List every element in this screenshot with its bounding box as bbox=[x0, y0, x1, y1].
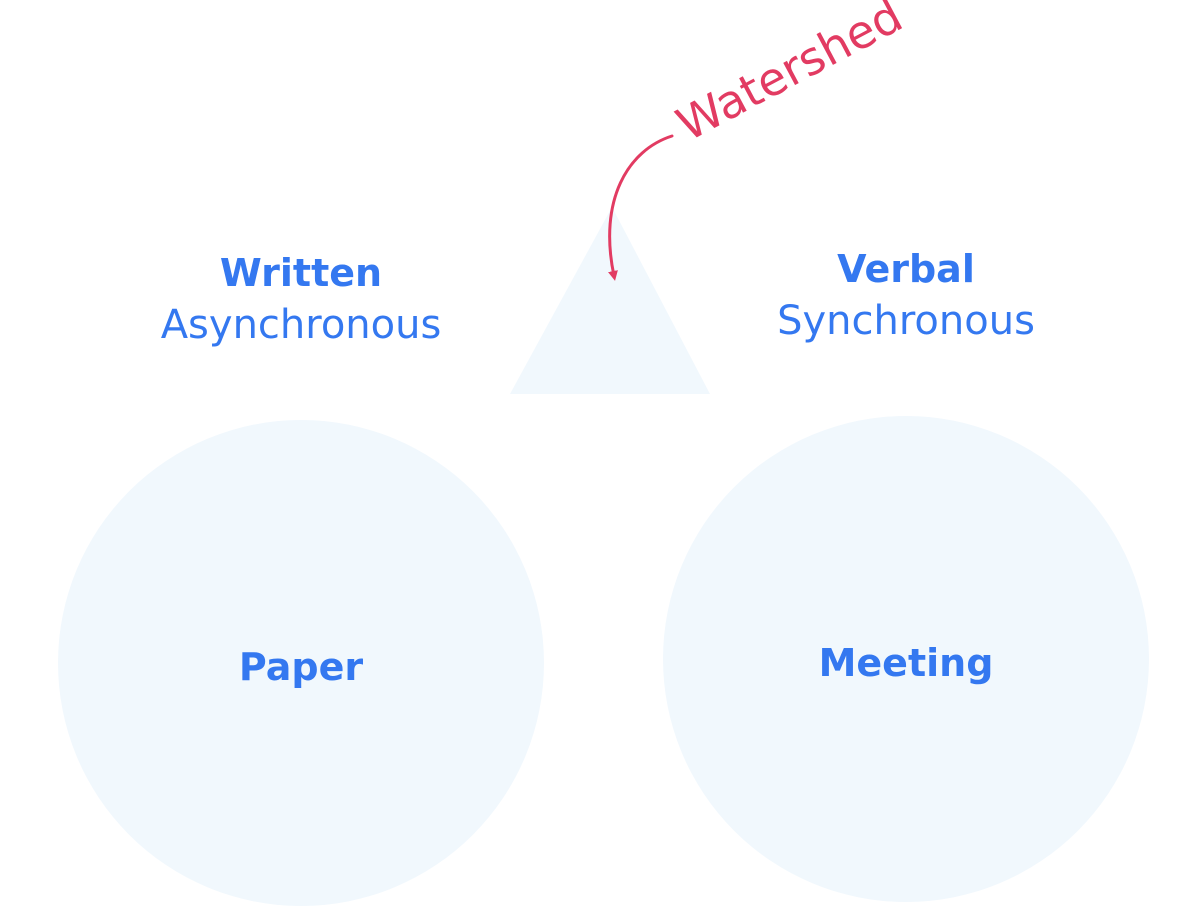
written-title: Written bbox=[220, 251, 382, 295]
verbal-title: Verbal bbox=[837, 247, 975, 291]
watershed-arrow bbox=[608, 134, 674, 281]
watershed-triangle bbox=[510, 207, 710, 394]
meeting-label: Meeting bbox=[819, 641, 994, 685]
meeting-circle bbox=[663, 416, 1149, 902]
written-subtitle: Asynchronous bbox=[161, 302, 442, 348]
paper-label: Paper bbox=[239, 645, 363, 689]
verbal-subtitle: Synchronous bbox=[777, 298, 1035, 344]
watershed-label: Watershed bbox=[668, 0, 911, 152]
paper-circle bbox=[58, 420, 544, 906]
